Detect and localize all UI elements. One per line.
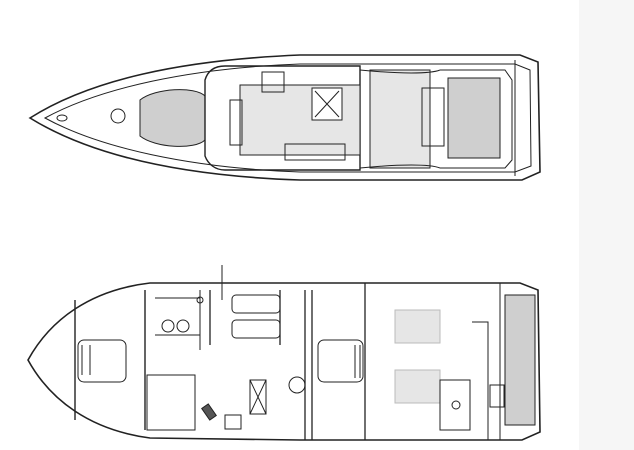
lower-deck-plan: [27, 265, 541, 441]
engine-port: [394, 309, 441, 344]
main-deck-hull: [28, 54, 541, 181]
stove: [224, 414, 242, 430]
main-deck-plan: [28, 54, 541, 181]
lower-deck-hull: [27, 282, 541, 441]
galley-counter: [146, 374, 196, 431]
shower-room: [155, 290, 201, 350]
dinette-seat: [284, 143, 346, 161]
deck-hatch: [110, 108, 126, 124]
forward-berth-pillows: [81, 345, 91, 375]
forward-cabin-wall: [74, 290, 146, 430]
basin-1: [161, 319, 175, 333]
sunroof-cross: [314, 90, 340, 118]
shower-basin: [288, 376, 306, 394]
guest-berth-2: [231, 319, 281, 339]
aft-table: [421, 87, 445, 147]
crew-toilet: [451, 400, 461, 410]
master-berth: [317, 339, 364, 383]
bow-anchor: [56, 114, 68, 122]
cabin-walls: [209, 283, 366, 440]
helm-seat: [261, 71, 285, 93]
margin-band: [579, 0, 634, 450]
stairs-cross: [249, 379, 267, 415]
engines: [394, 309, 441, 404]
windscreen: [204, 65, 361, 171]
sunpad-aft: [447, 77, 501, 159]
stern-garage: [504, 294, 536, 426]
stairs: [249, 379, 267, 415]
engine-starboard: [394, 369, 441, 404]
door-panel: [201, 403, 217, 421]
side-deck-line: [359, 69, 441, 169]
sunpad-fore: [139, 89, 206, 147]
master-berth-pillows: [354, 345, 361, 378]
aft-deck: [369, 69, 431, 169]
guest-berth-1: [231, 294, 281, 314]
lazarette-steps: [489, 384, 505, 408]
toilet: [196, 296, 204, 304]
main-deck-inner-rail: [43, 63, 532, 173]
crew-cabin: [439, 321, 489, 440]
forward-berth: [77, 339, 127, 383]
side-seat: [229, 99, 243, 146]
aft-seating: [440, 69, 513, 169]
basin-2: [176, 319, 190, 333]
